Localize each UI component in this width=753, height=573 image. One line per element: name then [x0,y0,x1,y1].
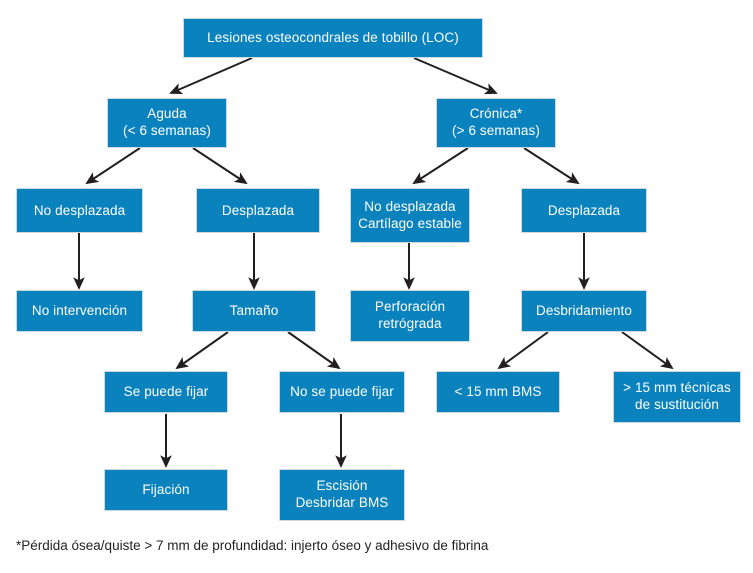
edge-root-aguda [169,57,253,95]
edge-tamano-sepuede [175,331,229,370]
edge-cronica-desp [523,147,580,185]
footnote-text: *Pérdida ósea/quiste > 7 mm de profundid… [16,538,489,553]
node-no-intervencion[interactable]: No intervención [16,290,143,332]
edge-aguda-nodesp [85,147,141,185]
node-escision-desbridar-bms[interactable]: Escisión Desbridar BMS [279,469,405,521]
node-cronica[interactable]: Crónica* (> 6 semanas) [436,98,556,148]
edge-root-cronica [413,57,498,95]
edge-desbrid-bms [497,331,549,370]
node-aguda-desplazada[interactable]: Desplazada [196,188,320,233]
node-tecnicas-sustitucion[interactable]: > 15 mm técnicas de sustitución [613,371,741,423]
edge-desbrid-tecnicas [621,331,674,370]
node-se-puede-fijar[interactable]: Se puede fijar [104,371,228,413]
edge-cronica-nodesp [412,147,469,185]
node-perforacion-retrograda[interactable]: Perforación retrógrada [350,290,470,342]
node-root[interactable]: Lesiones osteocondrales de tobillo (LOC) [183,18,483,58]
node-aguda-no-desplazada[interactable]: No desplazada [16,188,143,233]
node-aguda[interactable]: Aguda (< 6 semanas) [107,98,227,148]
node-bms-menor-15mm[interactable]: < 15 mm BMS [436,371,560,413]
node-no-se-puede-fijar[interactable]: No se puede fijar [279,371,405,413]
node-desbridamiento[interactable]: Desbridamiento [521,290,647,332]
node-tamano[interactable]: Tamaño [192,290,316,332]
node-cronica-desplazada[interactable]: Desplazada [521,188,647,233]
node-cronica-no-desplazada[interactable]: No desplazada Cartílago estable [350,188,470,243]
node-fijacion[interactable]: Fijación [104,469,228,511]
edge-tamano-nosepuede [287,331,341,370]
edge-aguda-desp [192,147,248,185]
